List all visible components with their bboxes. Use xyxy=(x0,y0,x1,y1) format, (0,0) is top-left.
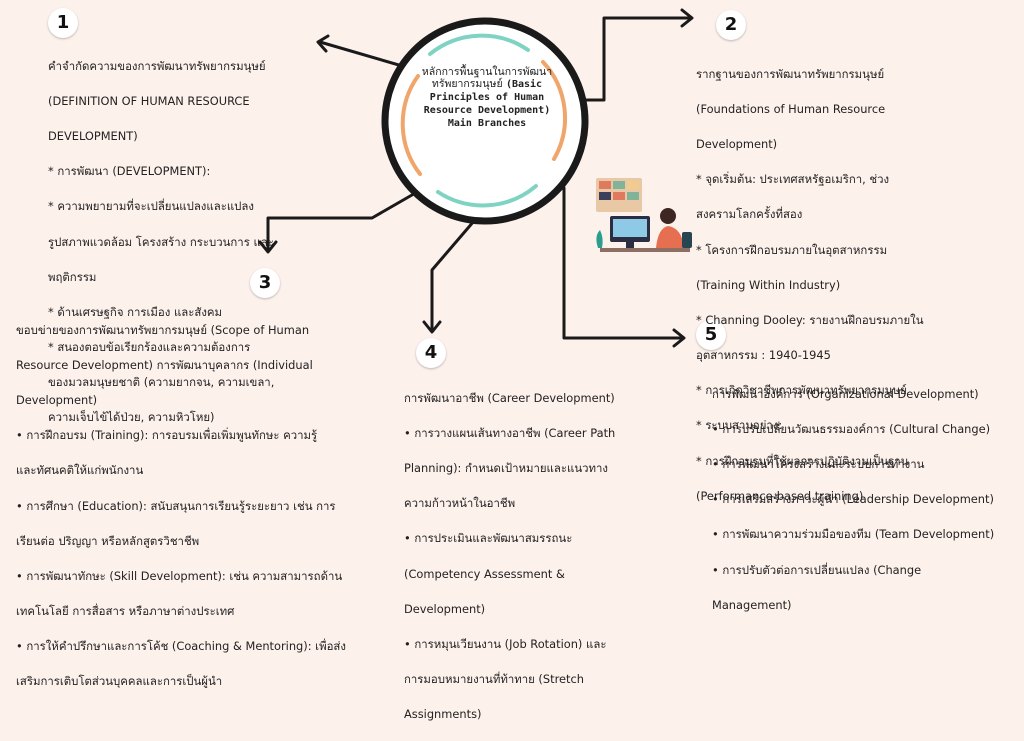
branch-4-line: Assignments) xyxy=(404,707,482,722)
branch-1-line: (DEFINITION OF HUMAN RESOURCE xyxy=(48,93,250,108)
branch-3-line: ขอบข่ายของการพัฒนาทรัพยากรมนุษย์ (Scope … xyxy=(16,322,310,337)
branch-1-line: รูปสภาพแวดล้อม โครงสร้าง กระบวนการ และ xyxy=(48,234,274,249)
central-topic-title: หลักการพื้นฐานในการพัฒนาทรัพยากรมนุษย์ (… xyxy=(412,66,562,130)
branch-2-line: * การเกิดวิชาชีพการพัฒนาทรัพยากรมนุษย์ xyxy=(696,383,907,398)
branch-2-line: * Channing Dooley: รายงานฝึกอบรมภายใน xyxy=(696,312,924,327)
branch-5-text: การพัฒนาองค์การ (Organizational Developm… xyxy=(712,368,1020,632)
branch-4-line: • การหมุนเวียนงาน (Job Rotation) และ xyxy=(404,636,607,651)
central-title-thai: หลักการพื้นฐานในการพัฒนาทรัพยากรมนุษย์ xyxy=(421,66,553,90)
branch-1-text: คำจำกัดความของการพัฒนาทรัพยากรมนุษย์ (DE… xyxy=(48,40,348,445)
branch-3-number: 3 xyxy=(250,268,280,298)
central-title-english: (Basic Principles of Human Resource Deve… xyxy=(423,79,551,129)
branch-1-line: ความเจ็บไข้ได้ป่วย, ความหิวโหย) xyxy=(48,410,215,425)
branch-4-text: การพัฒนาอาชีพ (Career Development) • การ… xyxy=(404,372,674,741)
branch-2-line: รากฐานของการพัฒนาทรัพยากรมนุษย์ xyxy=(696,66,885,81)
branch-3-line: • การพัฒนาทักษะ (Skill Development): เช่… xyxy=(16,568,343,583)
arrow-to-branch-3 xyxy=(266,178,440,252)
branch-5-line: • การปรับเปลี่ยนวัฒนธรรมองค์การ (Cultura… xyxy=(712,421,991,436)
branch-3-text: ขอบข่ายของการพัฒนาทรัพยากรมนุษย์ (Scope … xyxy=(16,304,396,709)
branch-5-line: การพัฒนาองค์การ (Organizational Developm… xyxy=(712,386,979,401)
branch-4-line: • การประเมินและพัฒนาสมรรถนะ xyxy=(404,531,573,546)
branch-3-line: และทัศนคติให้แก่พนักงาน xyxy=(16,463,144,478)
branch-2-line: (Training Within Industry) xyxy=(696,277,841,292)
branch-2-line: (Performance-based training) xyxy=(696,488,864,503)
branch-4-line: ความก้าวหน้าในอาชีพ xyxy=(404,496,516,511)
mind-map: หลักการพื้นฐานในการพัฒนาทรัพยากรมนุษย์ (… xyxy=(16,8,1016,721)
branch-3-line: เทคโนโลยี การสื่อสาร หรือภาษาต่างประเทศ xyxy=(16,604,235,619)
branch-2-text: รากฐานของการพัฒนาทรัพยากรมนุษย์ (Foundat… xyxy=(696,48,1016,523)
branch-2-line: สงครามโลกครั้งที่สอง xyxy=(696,207,803,222)
branch-3-line: เสริมการเติบโตส่วนบุคคลและการเป็นผู้นำ xyxy=(16,674,223,689)
branch-1-number: 1 xyxy=(48,8,78,38)
branch-4-line: Development) xyxy=(404,601,486,616)
branch-5-line: Management) xyxy=(712,597,792,612)
branch-1-line: DEVELOPMENT) xyxy=(48,128,138,143)
branch-2-line: (Foundations of Human Resource xyxy=(696,101,886,116)
branch-4-line: Planning): กำหนดเป้าหมายและแนวทาง xyxy=(404,460,608,475)
branch-3-line: • การฝึกอบรม (Training): การอบรมเพื่อเพิ… xyxy=(16,428,318,443)
branch-5-line: • การเสริมสร้างภาวะผู้นำ (Leadership Dev… xyxy=(712,492,994,507)
branch-1-line: พฤติกรรม xyxy=(48,269,97,284)
branch-4-line: การพัฒนาอาชีพ (Career Development) xyxy=(404,390,615,405)
branch-4-line: การมอบหมายงานที่ท้าทาย (Stretch xyxy=(404,672,584,687)
person-at-computer-illustration xyxy=(596,178,692,252)
branch-5-line: • การพัฒนาโครงสร้างและระบบการทำงาน xyxy=(712,456,925,471)
branch-3-line: Resource Development) การพัฒนาบุคลากร (I… xyxy=(16,357,313,372)
branch-4-line: • การวางแผนเส้นทางอาชีพ (Career Path xyxy=(404,425,616,440)
branch-3-line: • การให้คำปรึกษาและการโค้ช (Coaching & M… xyxy=(16,639,346,654)
branch-2-line: * การฝึกอบรมที่ใช้ผลการปฏิบัติงานเป็นฐาน xyxy=(696,453,909,468)
arrow-to-branch-4 xyxy=(430,212,482,332)
branch-4-line: (Competency Assessment & xyxy=(404,566,565,581)
branch-1-line: * สนองตอบข้อเรียกร้องและความต้องการ xyxy=(48,340,251,355)
branch-5-line: • การพัฒนาความร่วมมือของทีม (Team Develo… xyxy=(712,527,995,542)
branch-1-line: คำจำกัดความของการพัฒนาทรัพยากรมนุษย์ xyxy=(48,58,266,73)
branch-1-line: * ด้านเศรษฐกิจ การเมือง และสังคม xyxy=(48,304,223,319)
branch-5-line: • การปรับตัวต่อการเปลี่ยนแปลง (Change xyxy=(712,562,922,577)
branch-2-line: Development) xyxy=(696,136,778,151)
branch-2-line: * ระบบสามอย่าง: xyxy=(696,418,783,433)
branch-1-line: ของมวลมนุษยชาติ (ความยากจน, ความเขลา, xyxy=(48,375,275,390)
branch-3-line: Development) xyxy=(16,392,98,407)
branch-2-number: 2 xyxy=(716,10,746,40)
branch-1-line: * ความพยายามที่จะเปลี่ยนแปลงและแปลง xyxy=(48,199,254,214)
branch-4-number: 4 xyxy=(416,338,446,368)
branch-2-line: * โครงการฝึกอบรมภายในอุตสาหกรรม xyxy=(696,242,888,257)
branch-3-line: • การศึกษา (Education): สนับสนุนการเรียน… xyxy=(16,498,336,513)
branch-3-line: เรียนต่อ ปริญญา หรือหลักสูตรวิชาชีพ xyxy=(16,533,200,548)
branch-1-line: * การพัฒนา (DEVELOPMENT): xyxy=(48,164,211,179)
branch-2-line: * จุดเริ่มต้น: ประเทศสหรัฐอเมริกา, ช่วง xyxy=(696,172,890,187)
branch-2-line: อุตสาหกรรม : 1940-1945 xyxy=(696,348,831,363)
central-hub xyxy=(381,17,589,225)
branch-5-number: 5 xyxy=(696,320,726,350)
